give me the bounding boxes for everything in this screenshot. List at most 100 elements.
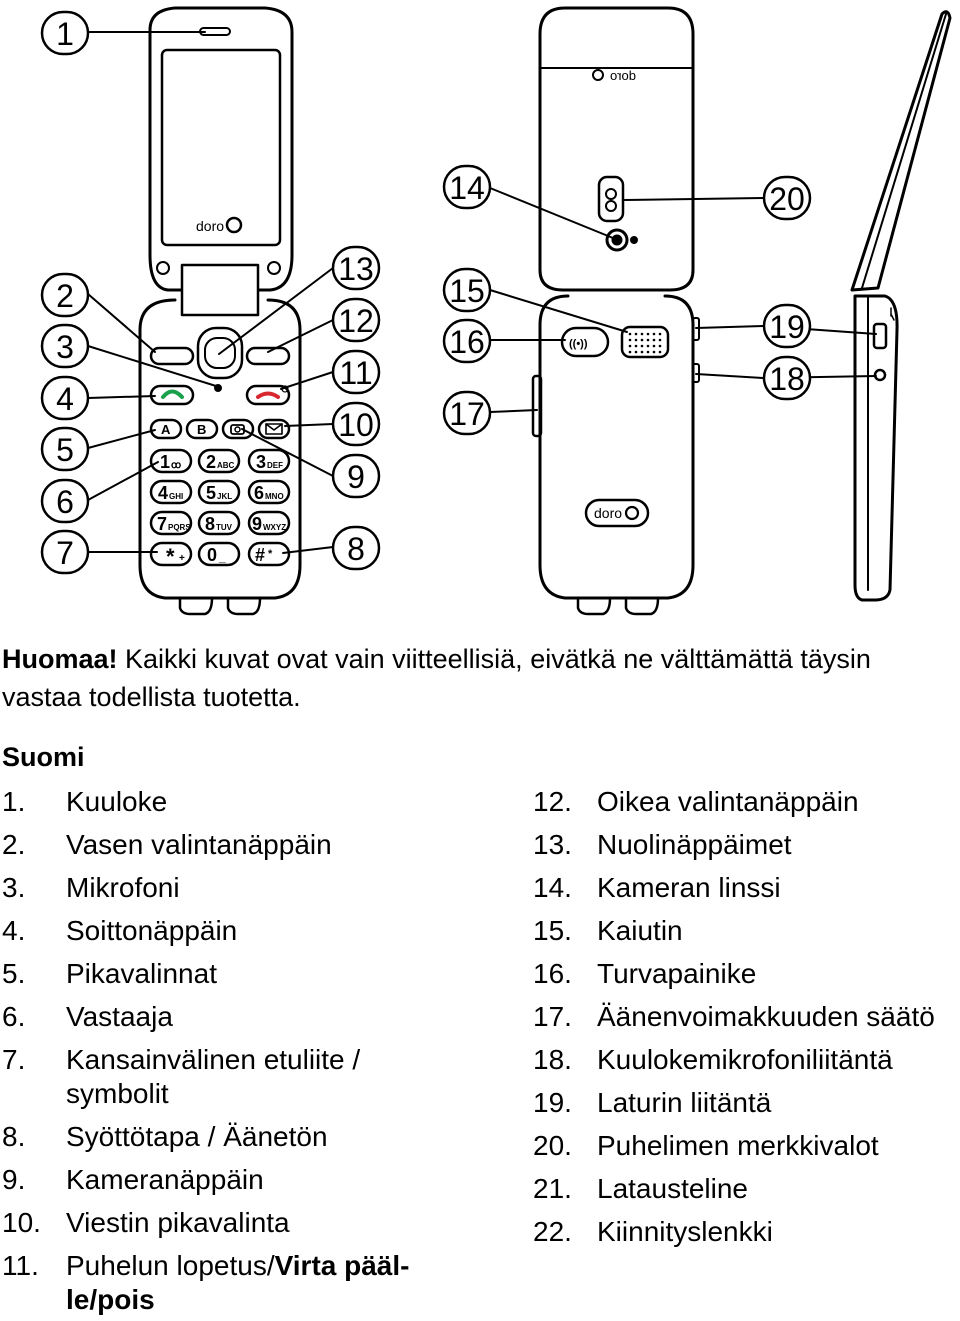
key-5-sub: JKL: [217, 492, 232, 501]
back-lower-shell: [538, 294, 695, 600]
key-0-label: 0: [207, 545, 217, 565]
speaker-dots: [628, 332, 662, 354]
key-star-sub: +: [179, 553, 185, 564]
callout-10: 10: [338, 407, 374, 443]
front-lower-shell: [138, 298, 302, 600]
callout-19: 19: [769, 309, 805, 345]
key-hash-sub: *: [268, 548, 273, 560]
callout-17: 17: [449, 396, 485, 432]
key-labels: doro A B 1 ꝏ 2 ABC 3 DEF 4 GHI 5 JKL 6 M…: [157, 68, 636, 569]
legend-item: 19.Laturin liitäntä: [533, 1087, 772, 1118]
key-9-sub: WXYZ: [263, 523, 286, 532]
legend-item: 7.Kansainvälinen etuliite / symbolit: [2, 1044, 361, 1109]
key-1-label: 1: [160, 452, 170, 472]
side-body: [853, 294, 899, 602]
note-text: Kaikki kuvat ovat vain viitteellisiä, ei…: [2, 644, 871, 712]
camera-key: [221, 418, 255, 440]
key-2-sub: ABC: [217, 461, 235, 470]
legend-item: 8.Syöttötapa / Äänetön: [2, 1121, 328, 1152]
top-brand-mirrored: doro: [610, 68, 636, 83]
key-7-sub: PQRS: [168, 523, 191, 532]
right-indicator: [267, 261, 281, 275]
callout-boxes: [40, 10, 812, 575]
legend-item: 4.Soittonäppäin: [2, 915, 238, 946]
envelope-icon: [265, 423, 283, 435]
side-phone: [850, 10, 952, 602]
key-1-sub: ꝏ: [171, 460, 181, 471]
callout-13: 13: [338, 251, 374, 287]
volume-side: [531, 374, 543, 438]
legend-item: 1.Kuuloke: [2, 786, 168, 817]
disclaimer-note: Huomaa! Kaikki kuvat ovat vain viitteell…: [2, 640, 952, 716]
end-key: [245, 384, 291, 406]
legend-item: 3.Mikrofoni: [2, 872, 180, 903]
key-3-sub: DEF: [267, 461, 283, 470]
screen: [160, 48, 282, 247]
note-bold: Huomaa!: [2, 644, 118, 674]
left-soft-key: [149, 346, 195, 366]
legend-item: 9.Kameranäppäin: [2, 1164, 264, 1195]
legend-item: 13.Nuolinäppäimet: [533, 829, 792, 860]
legend-item: 15.Kaiutin: [533, 915, 683, 946]
key-4-label: 4: [158, 483, 168, 503]
side-lid: [850, 10, 952, 292]
callout-8: 8: [347, 531, 365, 567]
legend-item: 12.Oikea valintanäppäin: [533, 786, 859, 817]
key-a-label: A: [161, 422, 171, 437]
microphone-hole: [214, 384, 222, 392]
key-9-label: 9: [252, 514, 262, 534]
back-brand: doro: [594, 505, 622, 521]
numeric-keypad: [149, 448, 291, 567]
legend-item: 21.Latausteline: [533, 1173, 749, 1204]
language-heading: Suomi: [2, 742, 85, 772]
key-8-label: 8: [205, 514, 215, 534]
nav-pad-inner: [204, 337, 236, 369]
callout-18: 18: [769, 361, 805, 397]
key-0-sub: _: [218, 550, 226, 564]
key-8-sub: TUV: [216, 523, 233, 532]
call-icon: [161, 389, 184, 399]
key-hash-label: #: [255, 545, 265, 565]
callout-11: 11: [339, 355, 372, 391]
callout-3: 3: [56, 329, 74, 365]
legend-item: 14.Kameran linssi: [533, 872, 781, 903]
front-brand: doro: [196, 218, 224, 234]
front-phone: [138, 6, 302, 616]
right-soft-key: [245, 346, 291, 366]
hinge: [180, 263, 260, 317]
left-indicator: [156, 261, 170, 275]
front-logo-mark: [225, 216, 243, 234]
back-phone: [531, 6, 700, 616]
callout-7: 7: [56, 535, 74, 571]
alarm-button: [560, 326, 610, 358]
callout-16: 16: [449, 324, 485, 360]
alarm-symbol: ((•)): [569, 338, 588, 350]
speaker-grille: [620, 325, 670, 359]
nav-pad: [196, 326, 244, 380]
callout-numbers: 1 2 3 4 5 6 7 8 9 10 11 12 13 14 15 16 1…: [56, 16, 805, 571]
headset-jack: [873, 368, 887, 382]
back-upper-shell: [538, 6, 695, 292]
key-4-sub: GHI: [169, 492, 183, 501]
callout-12: 12: [338, 303, 374, 339]
legend-item: 10.Viestin pikavalinta: [2, 1207, 290, 1238]
call-key: [149, 384, 195, 406]
legend-item: 11.Puhelun lopetus/Virta pääl-le/pois: [2, 1250, 410, 1315]
legend-item: 16.Turvapainike: [533, 958, 757, 989]
front-upper-shell: [148, 6, 294, 292]
callout-1: 1: [56, 16, 74, 52]
key-b-label: B: [197, 422, 206, 437]
callout-14: 14: [449, 170, 485, 206]
key-b: [185, 418, 219, 440]
key-3-label: 3: [256, 452, 266, 472]
legend-item: 20.Puhelimen merkkivalot: [533, 1130, 879, 1161]
callout-2: 2: [56, 278, 74, 314]
key-5-label: 5: [206, 483, 216, 503]
legend-item: 17.Äänenvoimakkuuden säätö: [533, 1001, 935, 1032]
callout-9: 9: [347, 459, 365, 495]
camera-lens: [605, 228, 629, 252]
message-key: [257, 418, 291, 440]
key-2-label: 2: [206, 452, 216, 472]
callout-4: 4: [56, 381, 74, 417]
end-icon: [256, 391, 280, 399]
